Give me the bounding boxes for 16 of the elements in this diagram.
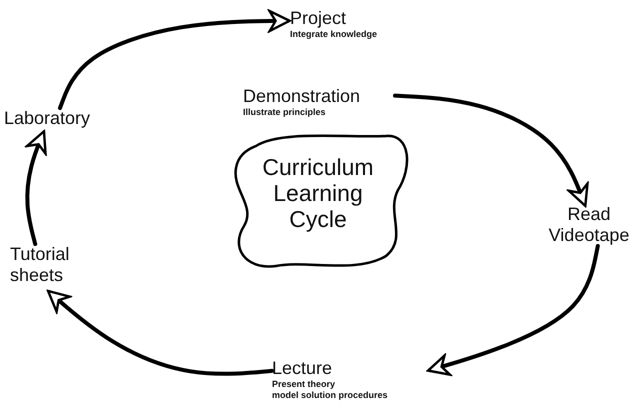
stage-title: Laboratory [4, 108, 92, 129]
stage-note: model solution procedures [272, 390, 389, 401]
stage-note: Illustrate principles [243, 107, 327, 118]
cycle-arrow [58, 10, 291, 110]
cycle-title: Curriculum Learning Cycle [261, 154, 375, 232]
stage-note: Integrate knowledge [290, 29, 378, 40]
cycle-arrow [25, 130, 47, 246]
stage-title: Demonstration [243, 86, 362, 107]
stage-title: Read Videotape [548, 204, 630, 246]
stage-title: Lecture [272, 358, 334, 379]
cycle-arrow [393, 94, 589, 208]
stage-title: Tutorial sheets [10, 244, 70, 286]
cycle-arrow [46, 290, 274, 376]
stage-note: Present theory [272, 379, 336, 390]
cycle-arrow [426, 244, 600, 376]
stage-title: Project [290, 8, 348, 29]
